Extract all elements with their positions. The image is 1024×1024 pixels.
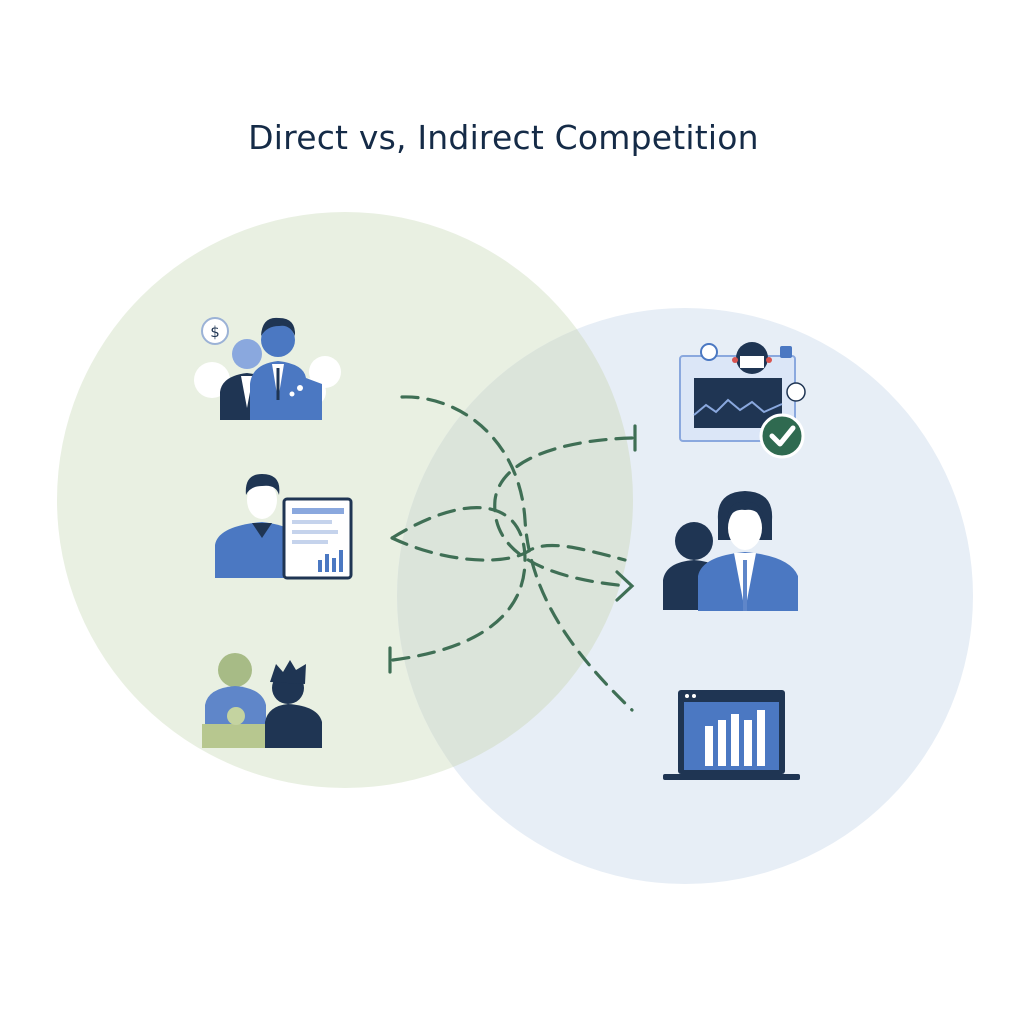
diagram-title: Direct vs, Indirect Competition — [248, 118, 759, 157]
businessman-icon — [250, 317, 322, 420]
svg-text:$: $ — [210, 323, 220, 341]
competition-arrows — [390, 395, 634, 712]
arrow-path-1 — [400, 395, 634, 712]
arrow-heads — [388, 424, 637, 674]
older-person-icon — [202, 653, 270, 748]
left-item-1: $ — [194, 317, 341, 420]
right-item-2 — [663, 491, 798, 611]
report-chart-icon — [282, 497, 353, 580]
left-item-2 — [215, 474, 353, 580]
arrowhead-right — [615, 570, 635, 602]
arrow-path-3 — [390, 506, 527, 662]
presenter-person-icon — [215, 474, 300, 578]
arrow-path-4 — [390, 536, 627, 562]
suited-person-icon — [698, 491, 798, 611]
right-item-1 — [679, 342, 806, 459]
left-item-3 — [202, 653, 322, 748]
right-item-3 — [663, 690, 800, 780]
arrow-path-2 — [493, 436, 634, 588]
dashboard-monitor-icon — [679, 342, 806, 442]
dollar-coin-icon: $ — [201, 317, 229, 345]
young-person-icon — [265, 660, 322, 748]
check-badge-icon — [759, 413, 805, 459]
laptop-bar-chart-icon — [663, 690, 800, 780]
